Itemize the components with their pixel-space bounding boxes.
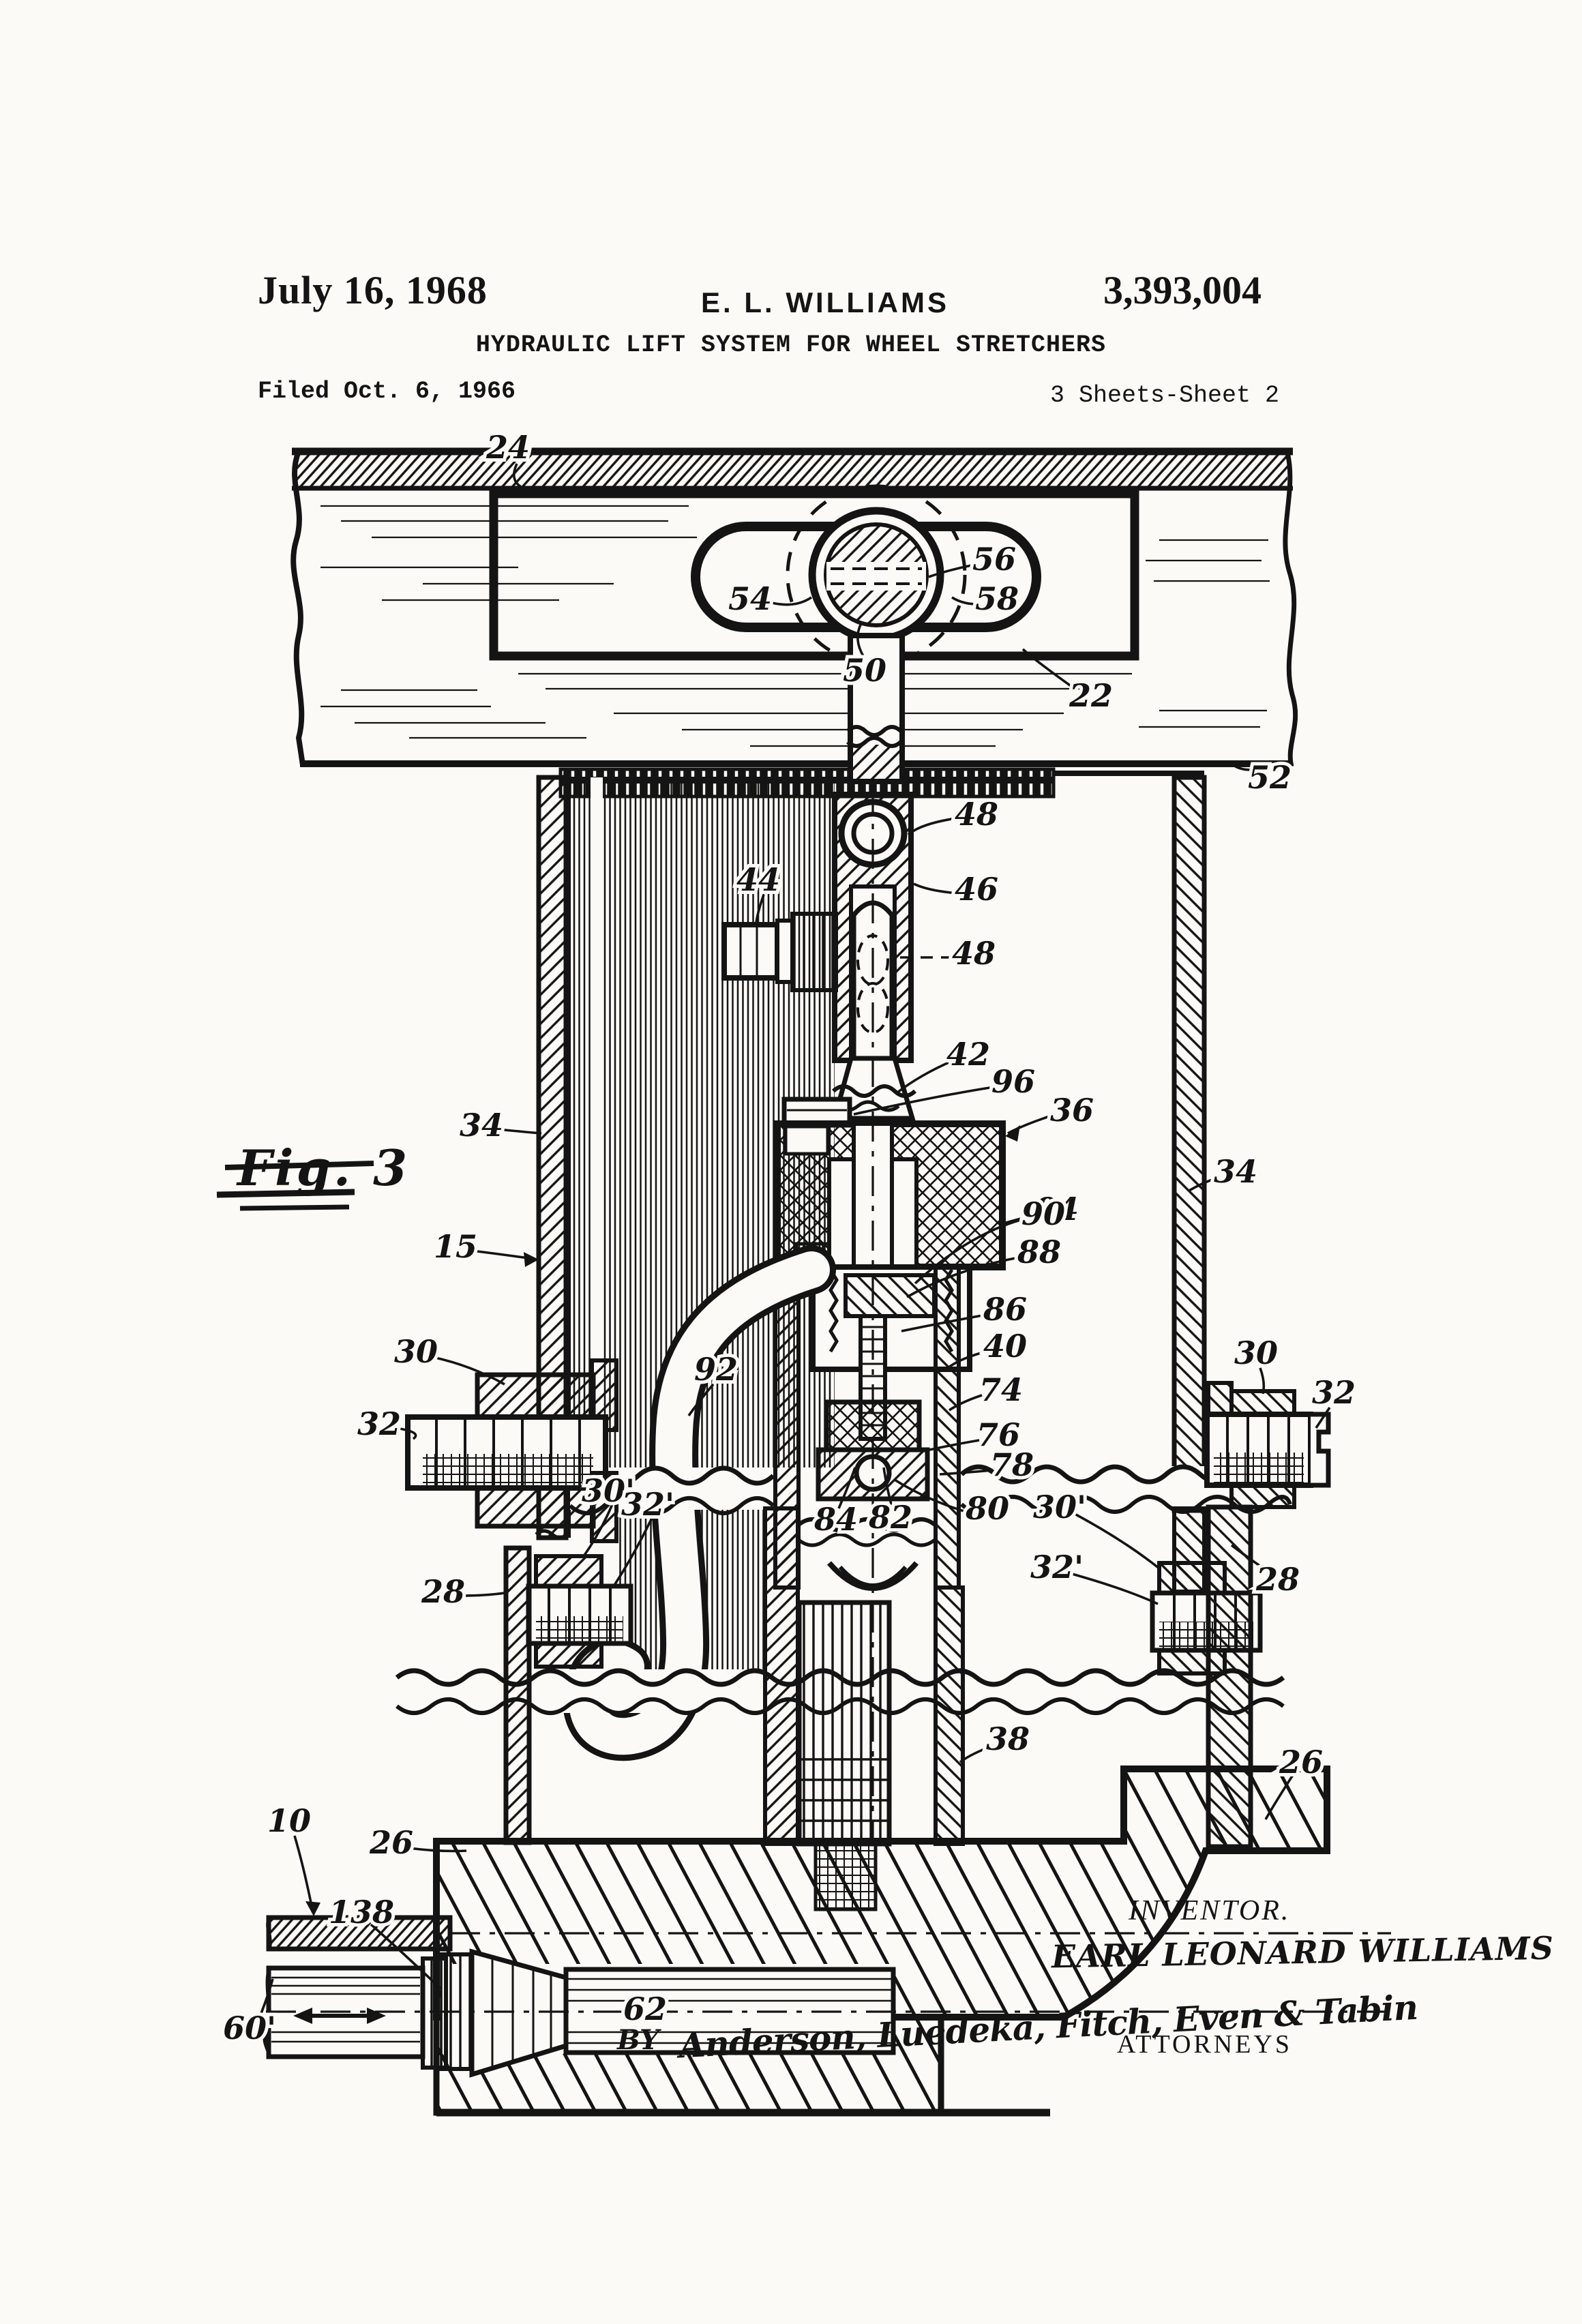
issue-date: July 16, 1968 — [258, 268, 488, 312]
ref-label-56: 56 — [972, 541, 1016, 578]
ref-label-84: 84 — [814, 1501, 858, 1538]
control-rod-60 — [263, 1956, 448, 2070]
ref-label-26: 26 — [1279, 1744, 1323, 1781]
ref-label-22: 22 — [1069, 677, 1113, 714]
ref-label-80: 80 — [965, 1490, 1009, 1527]
ref-label-46: 46 — [955, 871, 998, 908]
ref-label-52: 52 — [1248, 759, 1292, 796]
ref-label-15: 15 — [434, 1228, 477, 1265]
push-rod-10 — [266, 1915, 453, 1952]
ref-label-86: 86 — [983, 1291, 1027, 1328]
ref-label-54: 54 — [728, 580, 772, 617]
ref-label-30p: 30' — [1033, 1489, 1086, 1525]
slot-plate — [489, 484, 1139, 666]
ref-label-30: 30 — [394, 1333, 438, 1370]
inner-pin — [851, 900, 895, 1061]
tie-rod-left — [763, 1506, 800, 1846]
ref-label-40: 40 — [983, 1328, 1027, 1365]
ref-label-42: 42 — [946, 1036, 990, 1073]
ref-label-28: 28 — [1255, 1561, 1300, 1598]
wood-grain — [320, 505, 1270, 747]
ref-label-94: 94 — [1035, 1191, 1079, 1227]
centerlines — [266, 784, 1391, 2013]
top-rail — [290, 447, 1298, 767]
inventor-header: E. L. WILLIAMS — [701, 286, 949, 318]
center-tube — [796, 1600, 892, 1847]
sheet-info: 3 Sheets-Sheet 2 — [1050, 382, 1280, 409]
inventor-heading: INVENTOR. — [1129, 1895, 1291, 1926]
ref-label-32: 32 — [357, 1405, 401, 1442]
ref-label-58: 58 — [975, 580, 1019, 617]
ref-label-30: 30 — [1234, 1335, 1278, 1371]
bolt-head — [721, 922, 780, 981]
ref-label-32p: 32' — [621, 1486, 674, 1523]
ref-label-60p: 60' — [223, 2010, 276, 2046]
hanger-strap — [846, 633, 905, 784]
cone-138 — [469, 1948, 569, 2078]
filed-date: Filed Oct. 6, 1966 — [258, 378, 516, 405]
ref-label-48: 48 — [952, 935, 996, 972]
ref-label-82: 82 — [868, 1499, 912, 1536]
ref-label-30p: 30' — [582, 1472, 635, 1509]
ref-label-28: 28 — [421, 1573, 465, 1610]
bolt-threads — [790, 912, 838, 992]
roller-right-outer — [1204, 1381, 1331, 1509]
attorneys-label: ATTORNEYS — [1117, 2030, 1292, 2059]
patent-title: HYDRAULIC LIFT SYSTEM FOR WHEEL STRETCHE… — [475, 331, 1107, 359]
ref-label-34: 34 — [1214, 1153, 1257, 1190]
ref-label-48: 48 — [955, 796, 998, 833]
ref-label-32p: 32' — [1030, 1549, 1084, 1585]
leader-lines — [258, 463, 1331, 2019]
ref-label-88: 88 — [1017, 1234, 1061, 1270]
ref-label-34: 34 — [460, 1107, 503, 1144]
ref-label-44: 44 — [736, 861, 780, 898]
ref-label-74: 74 — [979, 1371, 1023, 1408]
ref-label-26: 26 — [369, 1824, 413, 1861]
leader-arrowheads — [305, 1125, 1020, 1916]
ref-label-78: 78 — [990, 1446, 1034, 1483]
patent-number: 3,393,004 — [1103, 268, 1262, 312]
roller-left-inner — [526, 1554, 633, 1669]
frame-post-left — [503, 1545, 532, 1845]
ref-label-96: 96 — [991, 1063, 1035, 1100]
right-wall — [1171, 775, 1207, 1513]
ref-label-62: 62 — [623, 1991, 667, 2027]
ref-label-138: 138 — [329, 1894, 394, 1931]
ref-label-24: 24 — [486, 429, 530, 466]
roller-left-outer — [405, 1358, 618, 1543]
by-label: BY — [617, 2024, 659, 2056]
ref-label-38: 38 — [986, 1720, 1030, 1757]
ref-label-10: 10 — [267, 1802, 311, 1839]
ref-label-36: 36 — [1050, 1092, 1094, 1129]
ref-label-90: 90 — [1021, 1195, 1065, 1232]
figure-caption: Fig. 3 — [216, 1139, 407, 1211]
tie-rod-38 — [934, 1585, 965, 1846]
ref-label-76: 76 — [976, 1416, 1020, 1453]
ref-label-32: 32 — [1312, 1374, 1356, 1411]
ref-label-92: 92 — [694, 1351, 738, 1388]
threaded-bore — [814, 1842, 878, 1911]
ref-label-50: 50 — [843, 652, 886, 689]
